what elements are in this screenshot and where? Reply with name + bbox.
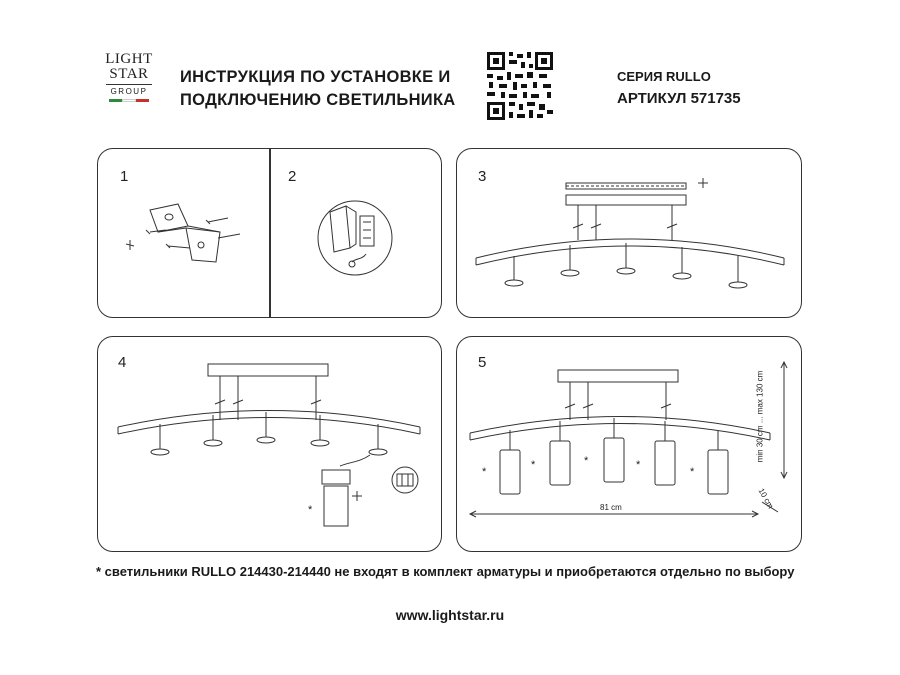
step-4-fixture-illustration (117, 363, 421, 527)
step-5-panel (456, 336, 802, 552)
mounting-bracket-illustration (125, 203, 241, 263)
step-number-1: 1 (120, 168, 129, 185)
logo-word-group: GROUP (110, 87, 148, 96)
website-link[interactable]: www.lightstar.ru (395, 607, 505, 623)
article-label: АРТИКУЛ 571735 (617, 90, 741, 107)
logo-word-light: LIGHT (105, 51, 153, 67)
product-info: СЕРИЯ RULLO АРТИКУЛ 571735 (617, 66, 741, 110)
height-dimension: min 30 cm ... max 130 cm (755, 370, 765, 463)
width-dimension: 81 cm (600, 503, 622, 512)
panel-divider (269, 148, 271, 318)
logo-divider (106, 84, 152, 85)
footnote: * светильники RULLO 214430-214440 не вхо… (96, 564, 795, 579)
asterisk-mark: * (308, 504, 313, 516)
asterisk-mark: * (482, 466, 487, 478)
wiring-detail-illustration (317, 200, 393, 276)
italian-flag-icon (109, 99, 150, 102)
brand-logo: LIGHT STAR GROUP (104, 52, 154, 118)
step-number-5: 5 (478, 354, 487, 371)
asterisk-mark: * (531, 459, 536, 471)
asterisk-mark: * (690, 466, 695, 478)
step-3-panel (456, 148, 802, 318)
page-title: ИНСТРУКЦИЯ ПО УСТАНОВКЕ И ПОДКЛЮЧЕНИЮ СВ… (180, 66, 456, 112)
step-number-3: 3 (478, 168, 487, 185)
step-3-fixture-illustration (475, 178, 785, 289)
step-number-2: 2 (288, 168, 297, 185)
step-5-fixture-illustration (468, 360, 788, 518)
asterisk-mark: * (636, 459, 641, 471)
series-label: СЕРИЯ RULLO (617, 69, 711, 84)
asterisk-mark: * (584, 455, 589, 467)
step-4-panel (97, 336, 442, 552)
logo-word-star: STAR (109, 66, 149, 82)
title-line-1: ИНСТРУКЦИЯ ПО УСТАНОВКЕ И (180, 68, 451, 86)
step-number-4: 4 (118, 354, 127, 371)
title-line-2: ПОДКЛЮЧЕНИЮ СВЕТИЛЬНИКА (180, 91, 456, 109)
